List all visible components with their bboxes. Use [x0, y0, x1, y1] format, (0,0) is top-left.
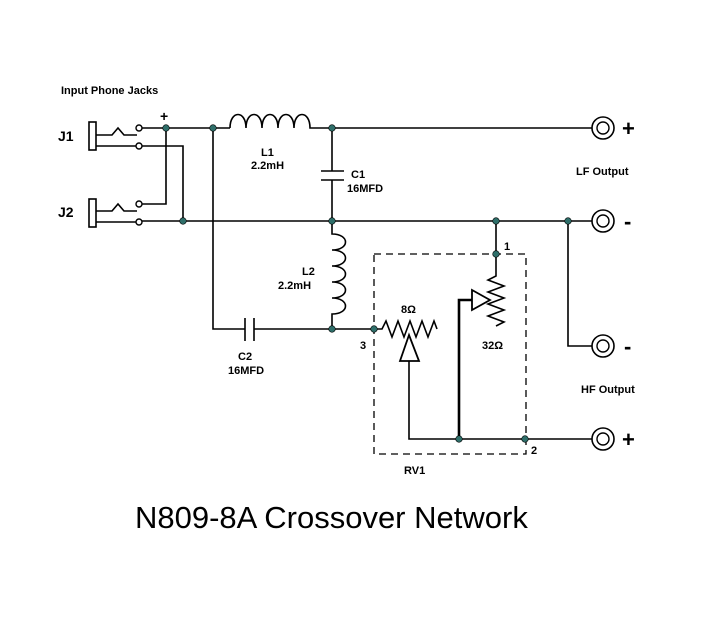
l1-value: 2.2mH	[251, 160, 284, 172]
hf-minus-sign: -	[624, 334, 631, 359]
output-terminal-lf-plus	[591, 116, 615, 140]
pot-8-ohm-label: 8Ω	[401, 304, 416, 316]
rv1-pin-3: 3	[360, 340, 366, 352]
potentiometer-32-ohm	[485, 254, 507, 327]
diagram-title: N809-8A Crossover Network	[135, 500, 528, 535]
jack-j2-label: J2	[58, 204, 74, 220]
jack-j1	[88, 121, 143, 151]
hf-output-label: HF Output	[581, 384, 635, 396]
inductor-l2	[331, 221, 347, 329]
rv1-pin-2: 2	[531, 445, 537, 457]
capacitor-c1	[321, 170, 344, 181]
jack-j1-label: J1	[58, 128, 74, 144]
c2-name: C2	[238, 351, 252, 363]
c1-value: 16MFD	[347, 183, 383, 195]
output-terminal-lf-minus	[591, 209, 615, 233]
output-terminal-hf-minus	[591, 334, 615, 358]
lf-plus-sign: +	[622, 116, 635, 141]
potentiometer-8-ohm	[374, 318, 438, 340]
lf-minus-sign: -	[624, 209, 631, 234]
input-plus-sign: +	[160, 108, 168, 124]
capacitor-c2	[244, 318, 255, 341]
lf-output-label: LF Output	[576, 166, 629, 178]
l2-name: L2	[302, 266, 315, 278]
c2-value: 16MFD	[228, 365, 264, 377]
jack-j2	[88, 198, 143, 228]
rv1-name: RV1	[404, 465, 425, 477]
l1-name: L1	[261, 147, 274, 159]
l2-value: 2.2mH	[278, 280, 311, 292]
rv1-pin-1: 1	[504, 241, 510, 253]
hf-plus-sign: +	[622, 427, 635, 452]
rv1-enclosure	[373, 253, 527, 455]
output-terminal-hf-plus	[591, 427, 615, 451]
inductor-l1	[229, 113, 332, 129]
pot-32-ohm-label: 32Ω	[482, 340, 503, 352]
input-jacks-label: Input Phone Jacks	[61, 85, 158, 97]
c1-name: C1	[351, 169, 365, 181]
